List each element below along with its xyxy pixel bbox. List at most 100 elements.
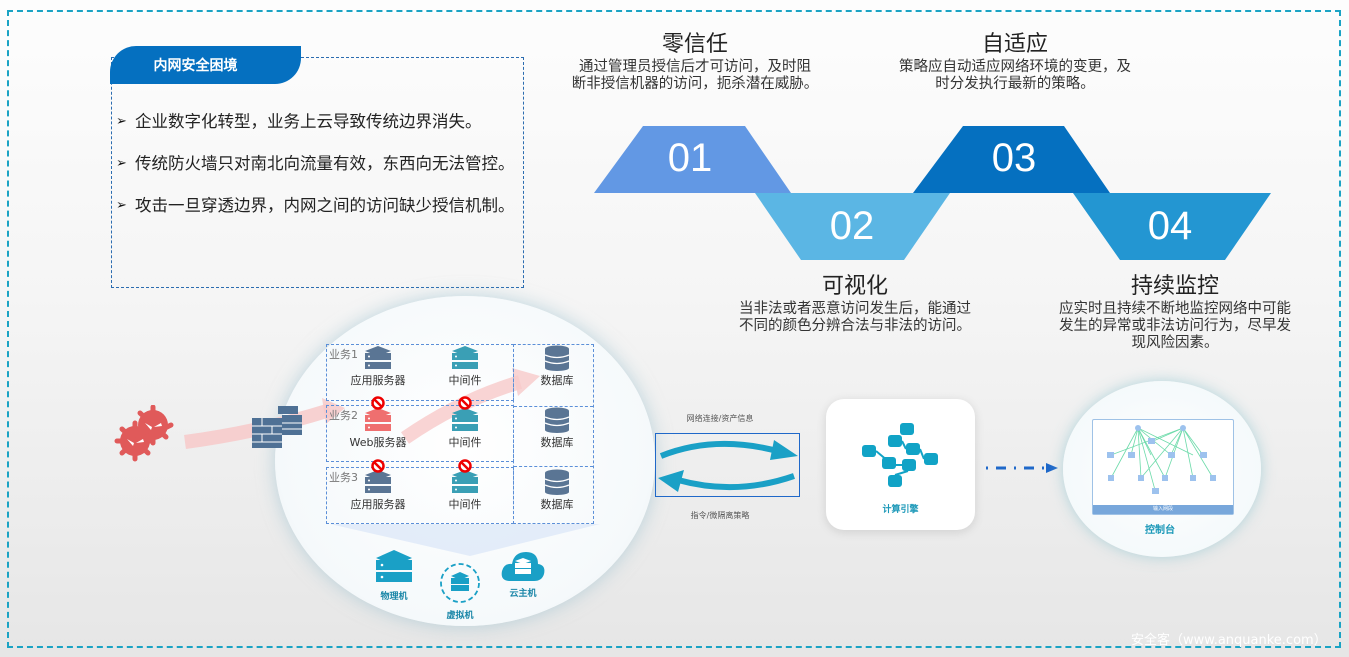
feature-desc: 发生的异常或非法访问行为，尽早发: [1059, 318, 1291, 334]
engine-label: 计算引擎: [882, 505, 919, 515]
divider: [514, 466, 593, 467]
trapezoid-03: [913, 126, 1110, 193]
feature-trapezoids: [594, 126, 1271, 260]
node-label: Web服务器: [349, 436, 407, 449]
database-icon: [517, 469, 597, 495]
database-icon: [517, 407, 597, 433]
server-icon: [338, 469, 418, 495]
feature-desc: 策略应自动适应网络环境的变更，及: [899, 59, 1131, 75]
business-label: 业务3: [329, 471, 358, 484]
node-label: 数据库: [540, 498, 574, 511]
feature-zero-trust: 零信任 通过管理员授信后才可访问，及时阻 断非授信机器的访问，扼杀潜在威胁。: [555, 31, 835, 93]
middleware-node[interactable]: 中间件: [425, 469, 505, 512]
watermark: 安全客（www.anquanke.com）: [1131, 633, 1327, 648]
compute-engine-icon: [862, 423, 938, 487]
node-label: 应用服务器: [350, 374, 406, 387]
node-label: 中间件: [448, 374, 482, 387]
host-label: 云主机: [509, 589, 537, 599]
dilemma-text: 传统防火墙只对南北向流量有效，东西向无法管控。: [135, 154, 515, 173]
attack-arrowhead: [322, 398, 345, 424]
feature-continuous-monitoring: 持续监控 应实时且持续不断地监控网络中可能 发生的异常或非法访问行为，尽早发 现…: [1035, 273, 1315, 352]
database-node[interactable]: 数据库: [517, 469, 597, 512]
console-topology-screen[interactable]: 输入网段: [1092, 419, 1234, 515]
feature-desc: 通过管理员授信后才可访问，及时阻: [579, 59, 811, 75]
feature-title: 自适应: [981, 32, 1048, 57]
middleware-server-icon: [425, 469, 505, 495]
node-label: 应用服务器: [350, 498, 406, 511]
flow-box: [655, 433, 800, 497]
middleware-node[interactable]: 中间件: [425, 407, 505, 450]
trapezoid-04: [1073, 193, 1271, 260]
feature-title: 可视化: [821, 274, 888, 299]
node-label: 中间件: [448, 498, 482, 511]
feature-number-01: 01: [667, 136, 713, 180]
physical-server-icon: [376, 550, 412, 582]
feature-desc: 不同的颜色分辨合法与非法的访问。: [739, 318, 971, 334]
trapezoid-02: [755, 193, 950, 260]
physical-machine: 物理机: [359, 548, 429, 602]
middleware-server-icon: [425, 407, 505, 433]
block-icon: [458, 396, 472, 410]
database-node[interactable]: 数据库: [517, 345, 597, 388]
flow-top-label: 网络连接/资产信息: [686, 414, 754, 423]
node-label: 数据库: [540, 436, 574, 449]
node-label: 数据库: [540, 374, 574, 387]
arrow-bullet-icon: ➢: [116, 156, 127, 171]
feature-number-02: 02: [829, 204, 875, 248]
dilemma-item: ➢ 传统防火墙只对南北向流量有效，东西向无法管控。: [116, 149, 522, 179]
feature-title: 零信任: [661, 32, 728, 57]
node-label: 中间件: [448, 436, 482, 449]
middleware-node[interactable]: 中间件: [425, 345, 505, 388]
cloud-host: 云主机: [488, 549, 558, 599]
database-icon: [517, 345, 597, 371]
feature-number-03: 03: [991, 136, 1037, 180]
arrow-bullet-icon: ➢: [116, 198, 127, 213]
flow-bottom-label: 指令/微隔离策略: [690, 511, 750, 520]
server-icon: [338, 407, 418, 433]
middleware-server-icon: [425, 345, 505, 371]
host-label: 物理机: [380, 592, 408, 602]
feature-visualization: 可视化 当非法或者恶意访问发生后，能通过 不同的颜色分辨合法与非法的访问。: [715, 273, 995, 335]
feature-desc: 应实时且持续不断地监控网络中可能: [1059, 301, 1291, 317]
database-node[interactable]: 数据库: [517, 407, 597, 450]
lateral-arrowhead: [512, 368, 540, 396]
arrow-bullet-icon: ➢: [116, 114, 127, 129]
console-input-bar: 输入网段: [1093, 505, 1233, 514]
business-grid: 业务1 业务2 业务3: [326, 344, 594, 524]
firewall-icon: [252, 406, 302, 448]
compute-engine-card[interactable]: 计算引擎: [826, 399, 975, 530]
block-icon: [458, 459, 472, 473]
virtual-machine-icon: [440, 563, 480, 603]
feature-adaptive: 自适应 策略应自动适应网络环境的变更，及 时分发执行最新的策略。: [875, 31, 1155, 93]
dilemma-text: 攻击一旦穿透边界，内网之间的访问缺少授信机制。: [135, 196, 515, 215]
funnel-shadow: [330, 524, 600, 556]
server-icon: [338, 345, 418, 371]
dashed-arrow: [986, 463, 1058, 473]
block-icon: [371, 459, 385, 473]
server-node[interactable]: Web服务器: [338, 407, 418, 450]
cloud-server-icon: [501, 552, 545, 581]
topology-graph: [1107, 425, 1216, 494]
dilemma-panel: [111, 57, 524, 288]
block-icon: [371, 396, 385, 410]
console-label: 控制台: [1145, 525, 1175, 536]
feature-number-04: 04: [1147, 204, 1193, 248]
outer-dashed-frame: [7, 10, 1341, 648]
server-node[interactable]: 应用服务器: [338, 469, 418, 512]
dilemma-item: ➢ 攻击一旦穿透边界，内网之间的访问缺少授信机制。: [116, 191, 522, 221]
feature-title: 持续监控: [1130, 274, 1219, 299]
database-column: [513, 344, 594, 524]
business-label: 业务1: [329, 348, 358, 361]
dilemma-item: ➢ 企业数字化转型，业务上云导致传统边界消失。: [116, 107, 522, 137]
attacker-virus-icon: [114, 405, 174, 462]
feature-desc: 现风险因素。: [1131, 335, 1219, 351]
business-label: 业务2: [329, 409, 358, 422]
dilemma-text: 企业数字化转型，业务上云导致传统边界消失。: [135, 112, 482, 131]
dilemma-list: ➢ 企业数字化转型，业务上云导致传统边界消失。 ➢ 传统防火墙只对南北向流量有效…: [116, 107, 522, 233]
server-node[interactable]: 应用服务器: [338, 345, 418, 388]
virtual-machine: 虚拟机: [425, 561, 495, 621]
trapezoid-01: [594, 126, 791, 193]
feature-desc: 断非授信机器的访问，扼杀潜在威胁。: [571, 76, 819, 92]
feature-desc: 时分发执行最新的策略。: [935, 76, 1095, 92]
dilemma-title: 内网安全困境: [110, 46, 301, 84]
